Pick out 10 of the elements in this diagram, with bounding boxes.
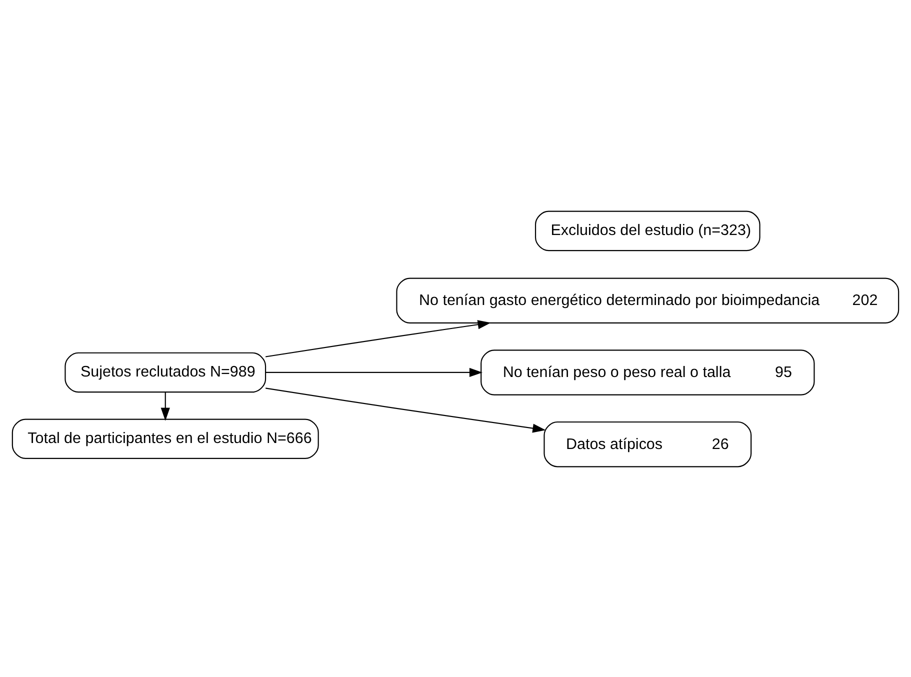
node-box: Total de participantes en el estudio N=666 [12, 418, 319, 459]
arrow [266, 387, 546, 432]
node-box: Excluidos del estudio (n=323) [534, 210, 760, 251]
node-box: No tenían gasto energético determinado por bioimpedancia 202 [396, 277, 900, 323]
node-box: No tenían peso o peso real o talla 95 [480, 349, 815, 395]
arrow [160, 392, 170, 420]
arrow [266, 320, 491, 357]
node-box: Datos atípicos 26 [544, 420, 752, 467]
arrow [266, 367, 483, 377]
node-box: Sujetos reclutados N=989 [64, 352, 266, 392]
